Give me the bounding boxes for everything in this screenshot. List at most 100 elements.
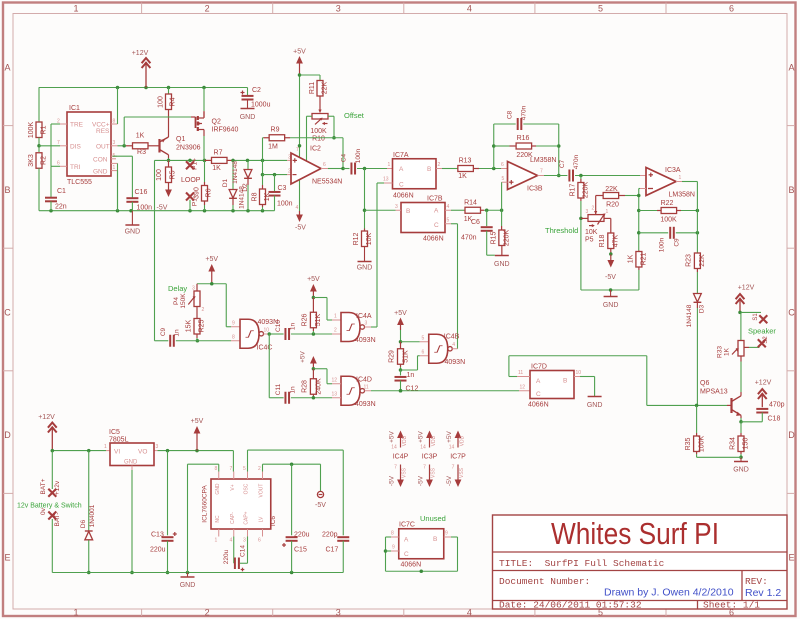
svg-text:Offset: Offset [344,111,365,120]
svg-text:R20: R20 [606,201,619,208]
svg-text:IC4C: IC4C [257,345,273,352]
svg-text:LV: LV [259,516,265,522]
svg-text:100K: 100K [310,128,327,135]
svg-text:C: C [404,551,409,558]
svg-text:3: 3 [156,444,159,450]
svg-text:100K: 100K [699,436,706,453]
svg-text:6: 6 [729,4,734,14]
svg-text:1M: 1M [268,143,278,150]
svg-text:9: 9 [445,531,448,537]
svg-text:5: 5 [447,217,450,223]
svg-text:9: 9 [392,545,395,551]
svg-text:2: 2 [288,169,291,175]
svg-text:+12V: +12V [755,380,772,387]
svg-text:+5V: +5V [191,418,204,425]
svg-text:5: 5 [598,608,603,618]
svg-text:TITLE: SurfPI Full Schematic: TITLE: SurfPI Full Schematic [499,558,665,569]
svg-text:2: 2 [57,119,60,125]
svg-text:Unused: Unused [420,514,446,523]
svg-text:V+: V+ [230,484,236,490]
svg-text:R4: R4 [170,97,177,106]
svg-text:IC1: IC1 [69,105,80,112]
svg-text:1K: 1K [136,133,145,140]
svg-text:100: 100 [158,96,165,108]
svg-text:C: C [788,308,795,318]
svg-text:Sheet: 1/1: Sheet: 1/1 [703,600,760,611]
svg-text:0v: 0v [40,507,47,515]
svg-text:-5V: -5V [418,475,425,486]
svg-text:R14: R14 [464,199,477,206]
svg-text:C1: C1 [57,188,66,195]
svg-text:C9: C9 [160,327,167,336]
svg-text:1K: 1K [212,165,221,172]
svg-text:C2: C2 [252,87,261,94]
svg-text:P1+: P1+ [192,158,199,170]
svg-text:3: 3 [586,209,589,215]
svg-text:R23: R23 [686,254,693,267]
svg-text:GND: GND [125,229,141,236]
svg-text:B: B [406,208,410,215]
svg-text:CAP+: CAP+ [244,511,250,524]
svg-text:+5V: +5V [394,310,407,317]
svg-text:GND: GND [733,467,749,474]
svg-text:+12V: +12V [132,50,149,57]
svg-text:A: A [788,62,794,72]
svg-text:D1: D1 [222,178,229,187]
svg-text:+5V: +5V [307,276,320,283]
svg-text:-5V: -5V [446,475,453,486]
svg-text:REV:: REV: [745,576,768,587]
svg-text:4066N: 4066N [423,236,444,243]
svg-text:-5V: -5V [605,274,616,281]
svg-text:22K: 22K [605,186,618,193]
svg-text:R5: R5 [170,170,177,179]
svg-text:220K: 220K [504,230,511,247]
svg-text:C: C [399,182,404,189]
svg-text:LM358N: LM358N [530,157,556,164]
svg-text:+5V: +5V [389,430,396,442]
svg-text:GND: GND [180,582,196,589]
svg-text:1: 1 [74,4,79,14]
svg-text:1: 1 [388,162,391,168]
svg-text:VO: VO [138,449,147,456]
svg-text:220u: 220u [150,547,166,554]
svg-text:Q1: Q1 [176,136,185,143]
svg-text:8: 8 [391,531,394,537]
svg-text:R28: R28 [302,380,309,393]
svg-text:220K: 220K [516,152,533,159]
svg-text:7: 7 [540,169,543,175]
svg-text:1n: 1n [174,329,181,337]
svg-text:C6: C6 [471,219,480,226]
svg-text:1: 1 [606,209,609,215]
svg-text:C17: C17 [326,547,339,554]
svg-text:8: 8 [232,335,235,341]
svg-text:4066N: 4066N [528,402,549,409]
svg-text:100K: 100K [660,216,677,223]
svg-text:B: B [563,378,567,385]
svg-text:R26: R26 [302,313,309,326]
svg-text:8: 8 [215,466,218,472]
svg-text:3K3: 3K3 [28,154,35,167]
svg-text:10K: 10K [585,229,598,236]
svg-text:11: 11 [364,384,369,390]
svg-text:GND: GND [357,265,373,272]
svg-text:C3: C3 [278,185,287,192]
svg-text:GND: GND [587,402,603,409]
svg-text:B: B [4,185,10,195]
svg-text:4066N: 4066N [401,562,422,569]
svg-text:4093N: 4093N [258,319,279,326]
svg-text:CON: CON [93,156,108,163]
svg-text:IC5: IC5 [109,429,120,436]
svg-text:IC7P: IC7P [450,454,466,461]
svg-text:GND: GND [494,261,510,268]
svg-text:1K: 1K [464,216,473,223]
svg-text:2: 2 [205,4,210,14]
svg-text:IC3B: IC3B [527,186,543,193]
svg-text:C8: C8 [507,110,514,119]
svg-text:C13: C13 [151,532,164,539]
svg-text:IC3P: IC3P [422,454,438,461]
svg-text:6: 6 [323,162,326,168]
svg-text:R7: R7 [214,149,223,156]
svg-text:1K: 1K [458,173,467,180]
svg-text:+5V: +5V [446,430,453,442]
svg-text:E: E [788,553,794,563]
